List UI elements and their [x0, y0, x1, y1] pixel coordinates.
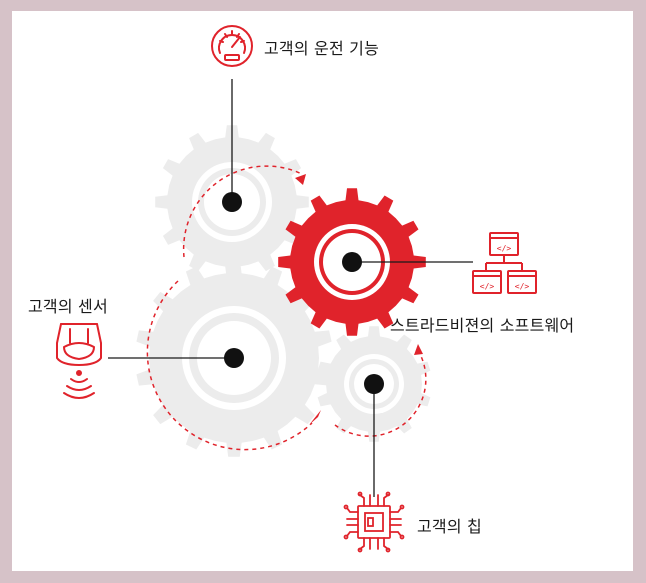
label-driving-function: 고객의 운전 기능	[264, 39, 380, 58]
rotation-arcs	[146, 165, 427, 451]
hub-dot-top-left	[222, 192, 242, 212]
arrow-head-small	[414, 344, 423, 355]
processor-chip-icon	[343, 491, 405, 553]
hub-dot-small	[364, 374, 384, 394]
camera-sensor-icon	[56, 323, 102, 399]
label-chip: 고객의 칩	[417, 517, 482, 536]
label-software: 스트라드비젼의 소프트웨어	[390, 316, 575, 335]
connector-lines	[108, 79, 473, 497]
label-sensor: 고객의 센서	[28, 297, 108, 316]
svg-text:</>: </>	[480, 282, 495, 291]
arrow-head-top	[295, 174, 306, 185]
gear-diagram: </> </> </>	[56, 25, 537, 553]
arc-top-left	[182, 165, 303, 258]
diagram-panel: </> </> </> 고객의 운전 기능 고객의	[12, 11, 633, 571]
arrow-heads	[295, 174, 423, 425]
svg-text:</>: </>	[515, 282, 530, 291]
code-window-network-icon: </> </> </>	[472, 232, 537, 294]
hub-dot-large	[224, 348, 244, 368]
arc-small-right	[334, 353, 427, 437]
arrow-head-large	[309, 410, 321, 425]
hub-dot-red	[342, 252, 362, 272]
hub-dots	[222, 192, 384, 394]
speedometer-icon	[211, 25, 253, 67]
arc-large	[146, 280, 313, 451]
svg-text:</>: </>	[497, 244, 512, 253]
